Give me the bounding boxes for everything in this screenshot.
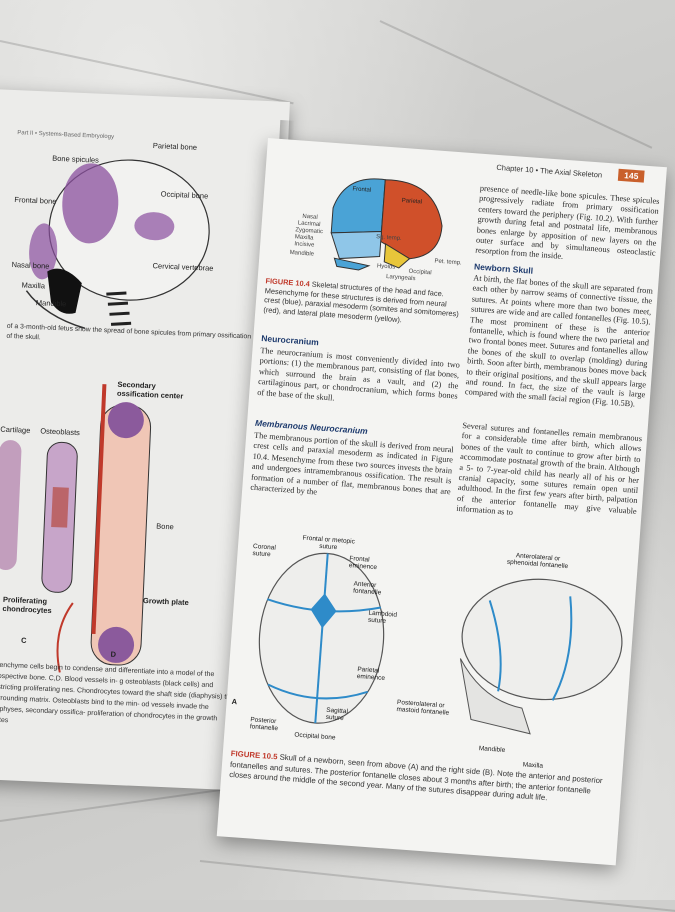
fig104-caption: FIGURE 10.4 Skeletal structures of the h… [263, 276, 465, 329]
label-bone: Bone [156, 521, 174, 532]
fig105-label-a: A [231, 696, 238, 707]
label-c: C [20, 635, 27, 646]
membranous-text: The membranous portion of the skull is d… [250, 430, 454, 497]
label-d: D [110, 649, 117, 659]
label-parietal-bone: Parietal bone [152, 141, 198, 152]
label-cartilage: Cartilage [0, 424, 31, 435]
page-number: 145 [617, 168, 645, 183]
left-bottom-caption: esenchyme cells begin to condense and di… [0, 661, 234, 725]
fig105-caption-text: Skull of a newborn, seen from above (A) … [228, 752, 603, 803]
label-osteoblasts: Osteoblasts [40, 426, 81, 438]
fig105-maxilla: Maxilla [522, 761, 544, 770]
neurocranium-heading: Neurocranium [260, 333, 320, 348]
label-nasal-bone: Nasal bone [11, 259, 50, 271]
fetal-skull-figure [25, 159, 210, 329]
label-maxilla: Maxilla [21, 280, 46, 291]
right-running-head: Chapter 10 • The Axial Skeleton [496, 162, 603, 180]
left-running-head: Part II • Systems-Based Embryology [17, 130, 115, 141]
figure-10-5-newborn-skull [258, 552, 623, 735]
marble-vein [199, 860, 675, 912]
long-bone-figure [0, 384, 152, 673]
label-proliferating-chondrocytes: Proliferating chondrocytes [2, 594, 52, 616]
fig105-sagittal-suture: Sagittal suture [325, 706, 349, 723]
right-page: Chapter 10 • The Axial Skeleton 145 Fron… [216, 138, 667, 866]
fig104-laryngeals: Laryngeals [385, 274, 416, 283]
fig104-mandible: Mandible [289, 249, 315, 258]
left-page: Part II • Systems-Based Embryology Parie… [0, 88, 290, 792]
neurocranium-text: The neurocranium is most conveniently di… [257, 346, 461, 403]
fig104-hyoids: Hyoids [376, 263, 396, 271]
figure-10-4-skull [330, 178, 443, 271]
newborn-text: At birth, the flat bones of the skull ar… [464, 273, 654, 410]
label-mandible: Mandible [35, 298, 67, 309]
col2-text: presence of needle-like bone spicules. T… [474, 183, 660, 262]
fig104-incisive: Incisive [294, 241, 315, 249]
newborn-text2: Several sutures and fontanelles remain m… [456, 421, 643, 518]
fig104-nasal: Nasal [302, 213, 318, 221]
fig105-mandible: Mandible [478, 745, 506, 755]
fig105-caption: FIGURE 10.5 Skull of a newborn, seen fro… [229, 749, 610, 808]
label-frontal-bone: Frontal bone [14, 195, 57, 206]
fig104-frontal: Frontal [352, 186, 372, 194]
label-secondary-ossification: Secondary ossification center [116, 379, 184, 401]
marble-vein [379, 20, 653, 149]
fig105-coronal-suture: Coronal suture [252, 543, 277, 559]
